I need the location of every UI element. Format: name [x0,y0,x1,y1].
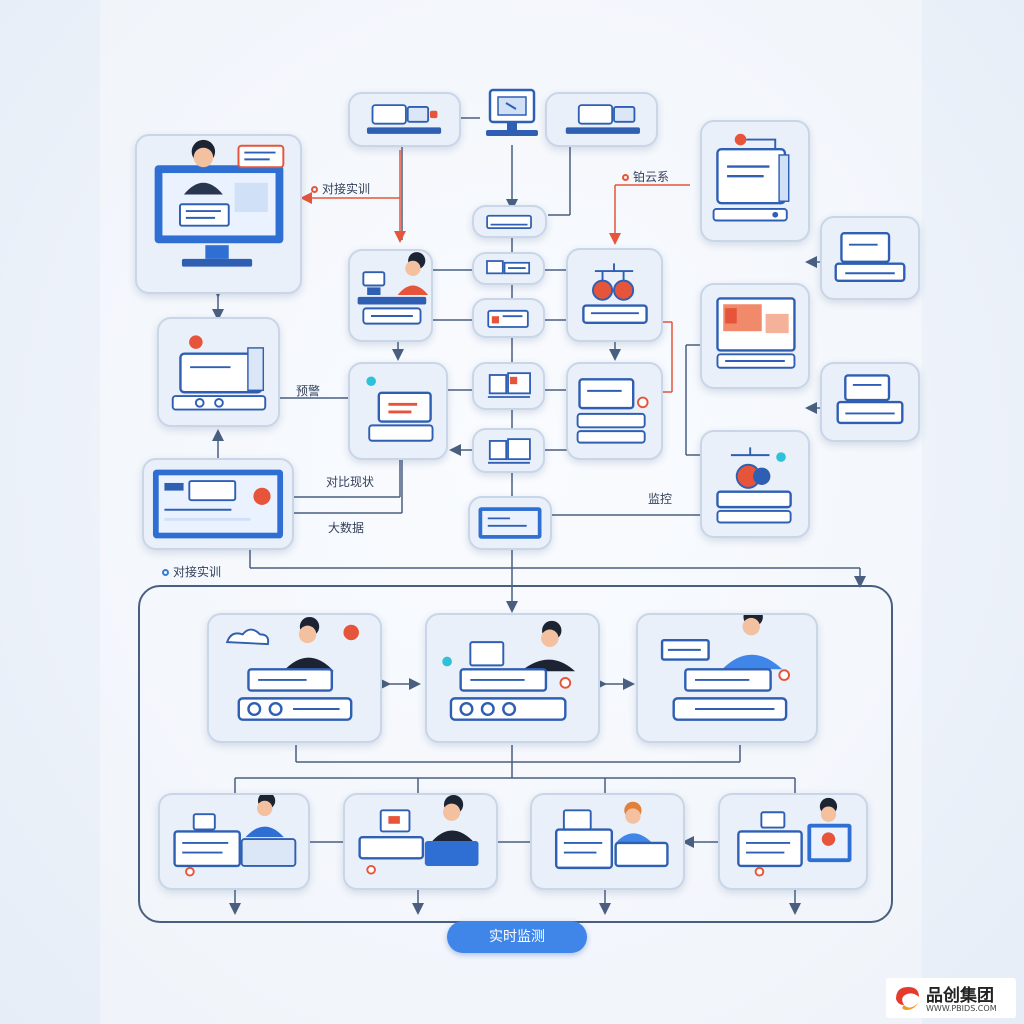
mid-small-box-3[interactable] [472,298,545,338]
label-mid-right: 监控 [648,492,673,506]
left-dashboard-card[interactable] [142,458,294,550]
watermark-url: WWW.PBIDS.COM [926,1004,997,1013]
label-top-right: 铂云系 [622,168,669,185]
right-printer-card-2[interactable] [820,362,920,442]
top-center-computer[interactable] [480,84,545,144]
mid-right-display-card[interactable] [566,362,663,460]
team-card-7[interactable] [718,793,868,890]
right-robot-console-card[interactable] [700,430,810,538]
label-top-left: 对接实训 [311,180,370,197]
team-card-3[interactable] [636,613,818,743]
left-console-card[interactable] [157,317,280,427]
team-card-5[interactable] [343,793,498,890]
mid-left-report-card[interactable] [348,362,448,460]
brand-logo-icon [896,987,919,1010]
mid-small-box-5[interactable] [472,428,545,473]
mid-small-box-2[interactable] [472,252,545,285]
mid-small-box-1[interactable] [472,205,547,238]
mid-terminal-card[interactable] [468,496,552,550]
top-left-device-card[interactable] [348,92,461,147]
right-analytics-card[interactable] [700,283,810,389]
label-section: 对接实训 [162,563,221,580]
team-card-2[interactable] [425,613,600,743]
watermark-name: 品创集团 [926,986,994,1006]
team-card-4[interactable] [158,793,310,890]
mid-right-robot-card[interactable] [566,248,663,342]
realtime-monitor-button[interactable]: 实时监测 [447,921,587,953]
top-right-monitor-card[interactable] [700,120,810,242]
label-mid-left-3: 大数据 [328,521,365,535]
label-mid-left-1: 预警 [296,384,321,398]
label-mid-left-2: 对比现状 [326,475,375,489]
mid-small-box-4[interactable] [472,362,545,410]
team-card-6[interactable] [530,793,685,890]
mid-left-person-workstation[interactable] [348,249,433,342]
top-right-device-card[interactable] [545,92,658,147]
operator-monitor-card[interactable] [135,134,302,294]
team-card-1[interactable] [207,613,382,743]
watermark-logo: 品创集团 WWW.PBIDS.COM [886,978,1016,1018]
right-printer-card-1[interactable] [820,216,920,300]
